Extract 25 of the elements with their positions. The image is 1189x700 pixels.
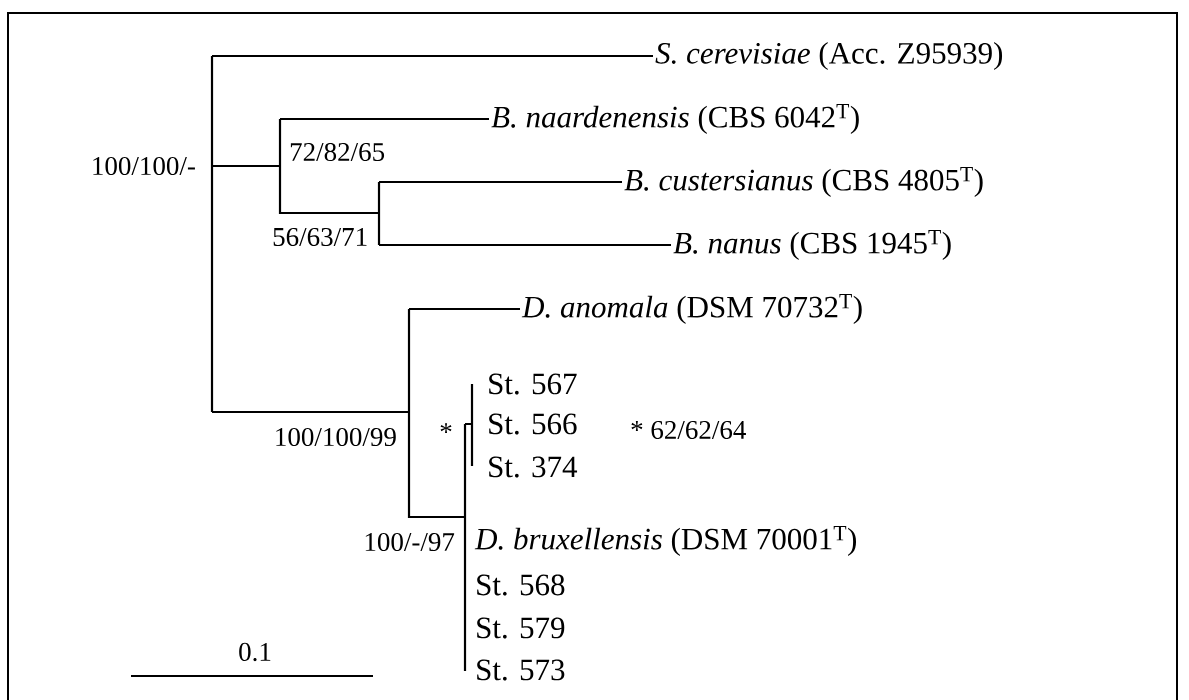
leaf-label: St. 568 [477,574,565,596]
leaf-label: St. 567 [489,373,577,395]
bootstrap-value: 56/63/71 [273,227,367,247]
leaf-label: St. 374 [489,456,578,478]
leaf-label: D. bruxellensis (DSM 70001$^{T}$) [474,526,856,556]
leaf-label: D. anomala (DSM 70732$^{T}$) [521,294,862,324]
bootstrap-value: 72/82/65 [290,142,385,162]
bootstrap-value: 100/100/- [93,156,195,176]
tree-branch [280,117,489,121]
leaf-label: B. custersianus (CBS 4805$^{T}$) [624,167,983,197]
bootstrap-value: 100/-/97 [365,532,455,552]
bootstrap-value: 100/100/99 [276,427,396,447]
tree-branch [379,180,622,184]
leaf-label: S. cerevisiae (Acc. Z95939) [655,41,1003,71]
tree-branch [379,243,671,247]
leaf-label: B. naardenensis (CBS 6042$^{T}$) [491,104,859,134]
leaf-label: St. 566 [489,413,577,435]
leaf-label: B. nanus (CBS 1945$^{T}$) [673,230,951,260]
leaf-label: St. 579 [477,617,565,639]
tree-branch [212,54,653,58]
leaf-label: St. 573 [477,659,565,681]
node-marker: * [440,423,452,434]
scale-label: 0.1 [239,642,271,662]
footnote: * 62/62/64 [631,420,746,440]
tree-branch [409,307,520,311]
